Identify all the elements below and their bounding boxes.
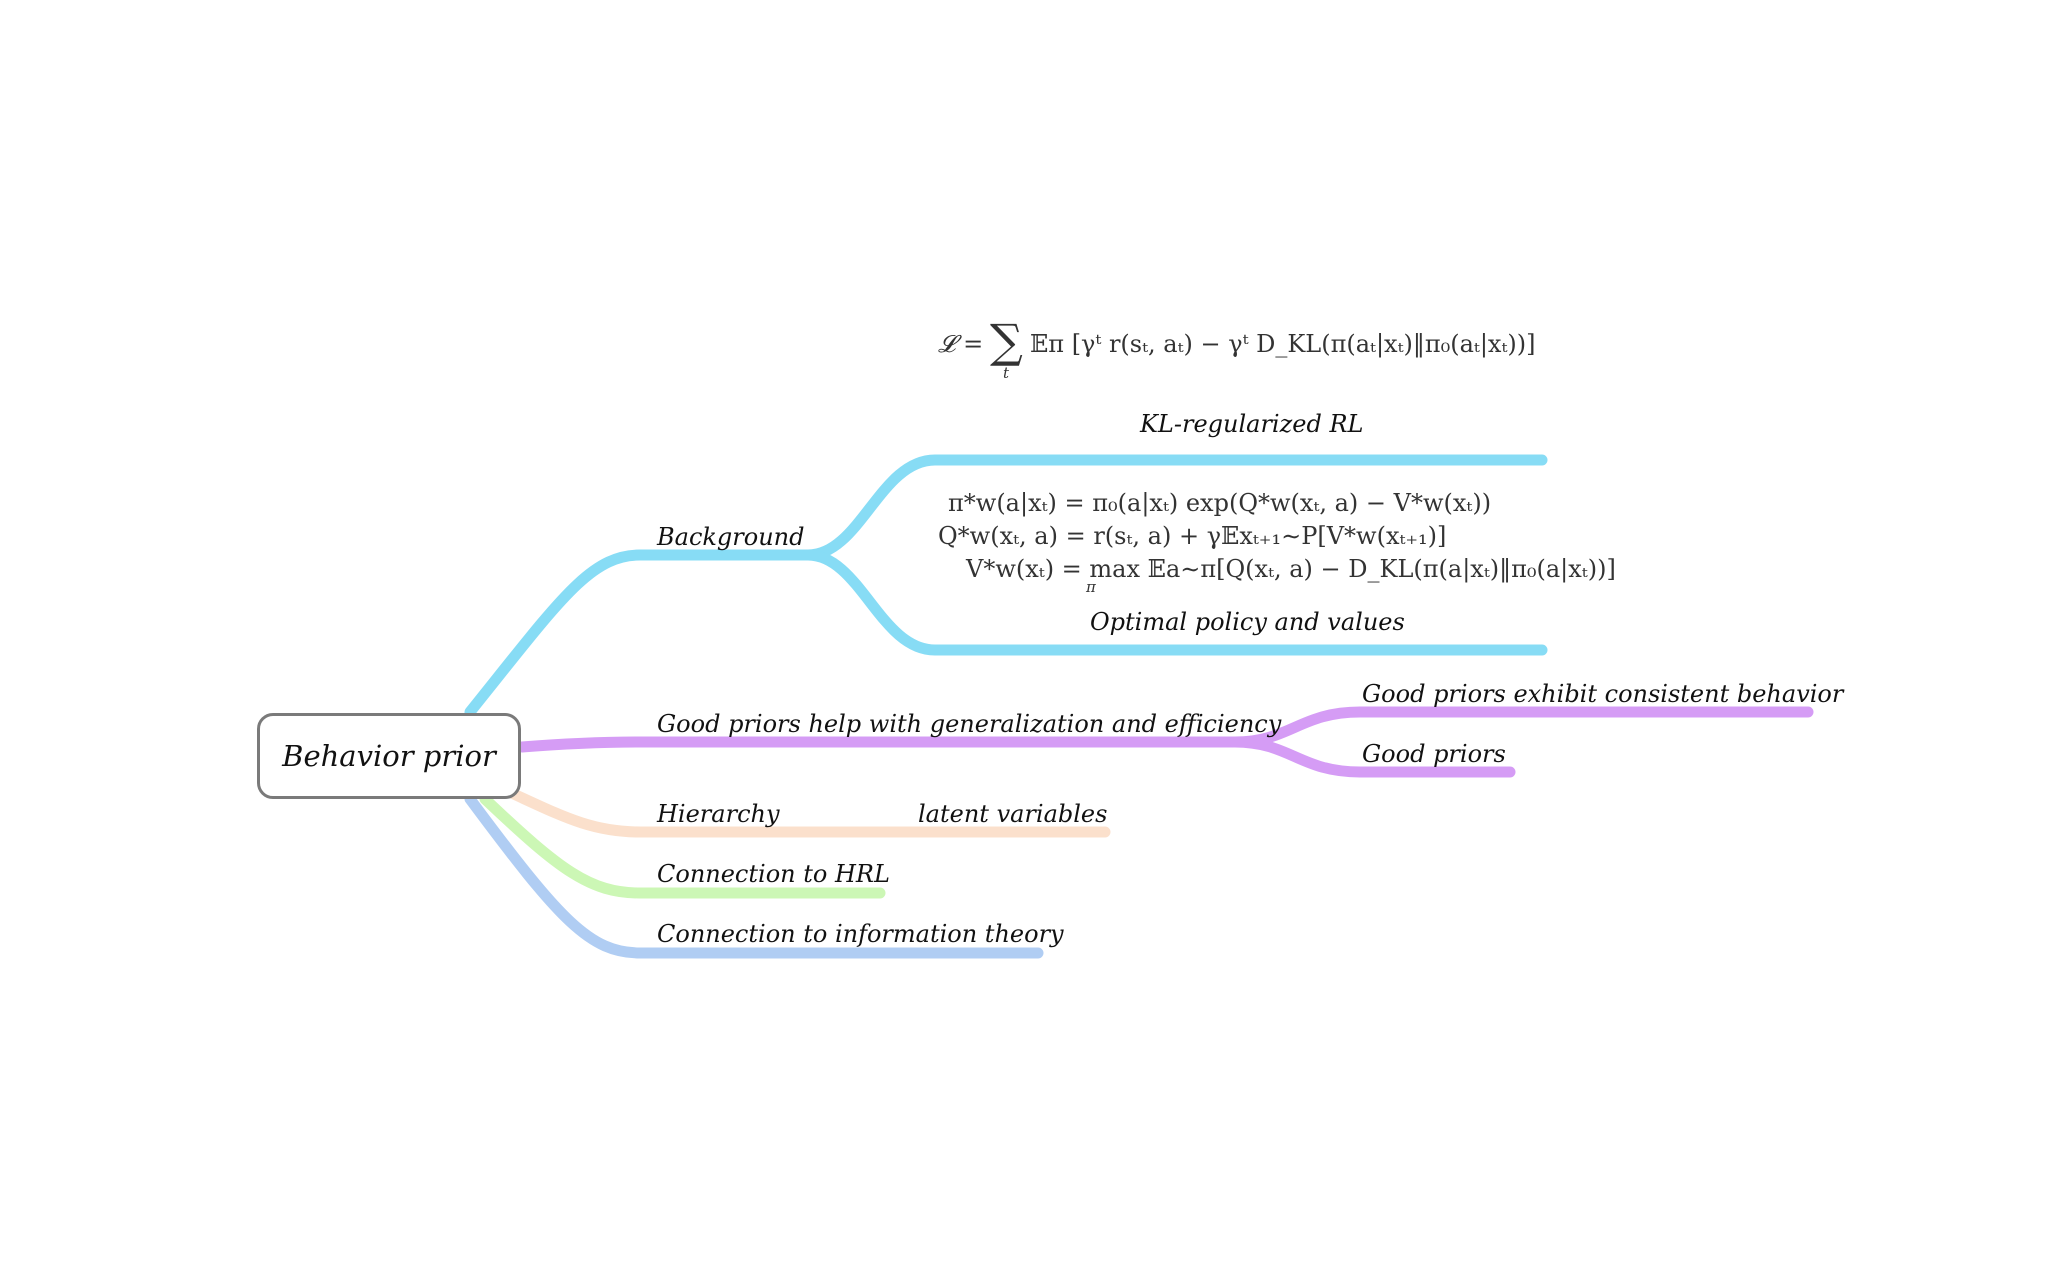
node-background[interactable]: Background: [657, 523, 805, 551]
node-connection-hrl[interactable]: Connection to HRL: [657, 860, 890, 888]
formula-sum-index: t: [1003, 364, 1010, 382]
formula-v-value: V*w(xₜ) = max 𝔼a∼π[Q(xₜ, a) − D_KL(π(a|x…: [966, 555, 1616, 583]
edge-generalization: [516, 736, 1241, 753]
formula-body: 𝔼π [γᵗ r(sₜ, aₜ) − γᵗ D_KL(π(aₜ|xₜ)‖π₀(a…: [1030, 330, 1536, 358]
edge-good-priors: [1229, 736, 1516, 778]
edge-optimal-policy: [802, 549, 1548, 656]
edge-consistent-behavior: [1229, 706, 1814, 748]
formula-policy: π*w(a|xₜ) = π₀(a|xₜ) exp(Q*w(xₜ, a) − V*…: [948, 489, 1492, 517]
formula-max-index: π: [1086, 578, 1096, 596]
formula-lhs: 𝓛 =: [938, 330, 984, 358]
edge-kl-regularized: [802, 454, 1548, 561]
node-consistent-behavior[interactable]: Good priors exhibit consistent behavior: [1362, 680, 1844, 708]
node-latent-variables[interactable]: latent variables: [918, 800, 1108, 828]
edge-background: [464, 549, 814, 718]
edge-hierarchy: [499, 784, 1111, 838]
node-generalization[interactable]: Good priors help with generalization and…: [657, 710, 1282, 738]
node-kl-regularized-rl[interactable]: KL-regularized RL: [1140, 410, 1364, 438]
node-hierarchy[interactable]: Hierarchy: [657, 800, 780, 828]
formula-q-value: Q*w(xₜ, a) = r(sₜ, a) + γ𝔼xₜ₊₁∼P[V*w(xₜ₊…: [938, 522, 1447, 550]
edge-information-theory: [464, 793, 1044, 959]
edge-hrl: [479, 793, 886, 899]
root-label: Behavior prior: [282, 739, 496, 773]
node-connection-information-theory[interactable]: Connection to information theory: [657, 920, 1064, 948]
formula-sum-symbol: ∑: [990, 314, 1023, 368]
node-good-priors[interactable]: Good priors: [1362, 740, 1506, 768]
root-node[interactable]: Behavior prior: [257, 713, 521, 799]
node-optimal-policy[interactable]: Optimal policy and values: [1090, 608, 1405, 636]
